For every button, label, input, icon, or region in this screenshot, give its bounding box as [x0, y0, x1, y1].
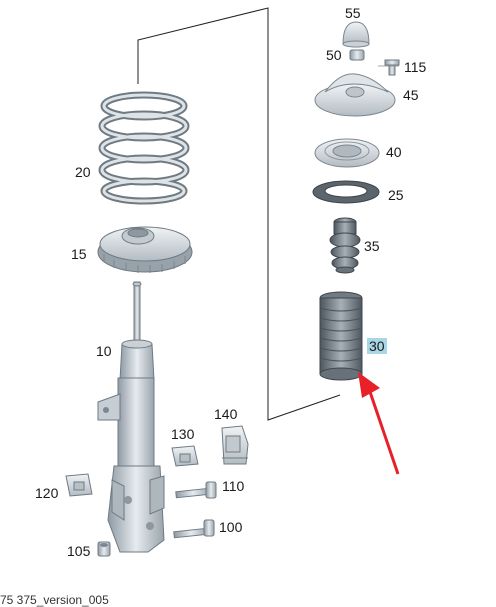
version-footer: 75 375_version_005: [0, 593, 109, 607]
bolt-110-shape: [175, 481, 217, 499]
shock-absorber-shape: [97, 281, 165, 553]
nut-105-shape: [97, 541, 111, 557]
bearing-shape: [314, 138, 380, 168]
callout-15: 15: [71, 246, 87, 262]
coil-spring-highlight: [100, 93, 188, 203]
bolt-100-shape: [173, 519, 215, 539]
callout-120: 120: [35, 485, 59, 501]
bump-stop-shape: [329, 217, 361, 274]
callout-110: 110: [222, 478, 245, 494]
nut-top-shape: [349, 49, 365, 61]
seal-ring-shape: [312, 180, 380, 204]
callout-20: 20: [75, 164, 91, 180]
dust-boot-shape: [319, 291, 363, 381]
pointer-arrow: [358, 372, 400, 475]
spring-seat-shape: [97, 226, 193, 273]
callout-105: 105: [67, 543, 91, 559]
assembly-guide-lines: [137, 7, 341, 421]
callout-140: 140: [214, 406, 238, 422]
callout-25: 25: [388, 187, 404, 203]
callout-10: 10: [96, 343, 112, 359]
callout-35: 35: [364, 238, 380, 254]
callout-130: 130: [171, 426, 195, 442]
callout-55: 55: [345, 5, 361, 21]
callout-50: 50: [326, 47, 342, 63]
callout-100: 100: [219, 519, 243, 535]
clip-120-shape: [65, 473, 93, 497]
strut-mount-shape: [314, 73, 396, 117]
top-cap-shape: [342, 21, 370, 48]
screw-shape: [384, 59, 400, 76]
callout-115: 115: [404, 59, 427, 75]
bracket-shape: [221, 425, 249, 465]
callout-40: 40: [386, 144, 402, 160]
callout-30: 30: [367, 338, 387, 354]
clip-130-shape: [171, 445, 199, 467]
callout-45: 45: [403, 87, 419, 103]
